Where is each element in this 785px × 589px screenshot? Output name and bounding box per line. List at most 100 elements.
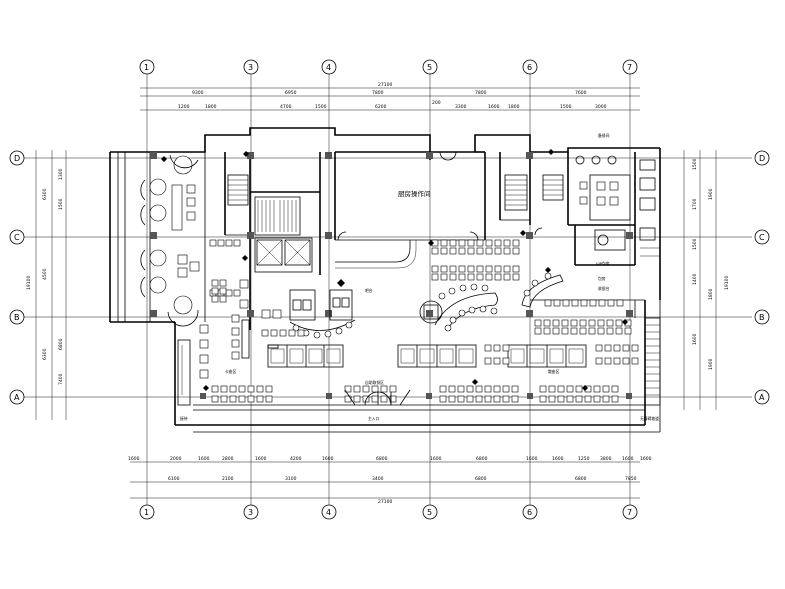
dim-bottom-detail: 1600 [640, 456, 652, 462]
chair [484, 385, 492, 393]
chair [484, 357, 492, 365]
chair [380, 395, 388, 403]
left-entry-block: 接待 [177, 339, 191, 421]
chair [467, 247, 475, 255]
dim-bottom-detail: 1250 [578, 456, 590, 462]
chair [602, 385, 610, 393]
chair [247, 395, 255, 403]
chair [219, 287, 227, 295]
chair [588, 319, 596, 327]
grid-label: A [14, 393, 20, 402]
chair [466, 385, 474, 393]
chair [297, 329, 305, 337]
chair [575, 395, 583, 403]
grid-label: 3 [248, 63, 253, 72]
ramp-label: 无障碍坡道 [640, 416, 659, 421]
chair [476, 273, 484, 281]
chair [458, 247, 466, 255]
chair [534, 327, 542, 335]
chair [476, 239, 484, 247]
chair [457, 385, 465, 393]
chair [631, 344, 639, 352]
kitchen-counter [335, 240, 411, 263]
grid-label: 6 [527, 508, 532, 517]
chair [448, 395, 456, 403]
chair [476, 265, 484, 273]
room-label-cashier: 收银台 [598, 286, 610, 291]
chair [552, 327, 560, 335]
chair [458, 265, 466, 273]
stair-far-right [542, 174, 564, 201]
front-window-seating [211, 385, 619, 403]
chair [362, 385, 370, 393]
chair [631, 357, 639, 365]
chair [544, 299, 552, 307]
note-open: 散座区 [548, 369, 560, 374]
chair [431, 247, 439, 255]
grid-label: C [14, 233, 20, 242]
chair [602, 395, 610, 403]
dim-bottom-detail: 1600 [526, 456, 538, 462]
dim-right: 1900 [708, 188, 714, 200]
grid-label: B [14, 313, 20, 322]
dim-top-detail: 1500 [315, 104, 327, 110]
chair [615, 327, 623, 335]
chair [485, 239, 493, 247]
dim-bottom-mid: 6800 [475, 476, 487, 482]
chair [503, 239, 511, 247]
grid-label: 5 [427, 508, 432, 517]
dim-bottom-detail: 1600 [430, 456, 442, 462]
chair [570, 327, 578, 335]
bottom-dimension-lines: 27100 6100 2100 3100 3400 6800 6800 7850… [128, 456, 652, 505]
note-booth: 卡座区 [225, 369, 237, 374]
chair [484, 395, 492, 403]
dim-left: 4500 [42, 268, 48, 280]
chair [247, 385, 255, 393]
chair [458, 239, 466, 247]
entrance-ramp [644, 317, 661, 406]
chair [389, 385, 397, 393]
dim-top-detail: 1800 [205, 104, 217, 110]
chair [557, 395, 565, 403]
chair [270, 329, 278, 337]
chair [279, 329, 287, 337]
dim-bottom-mid: 6100 [168, 476, 180, 482]
chair [566, 385, 574, 393]
dim-top-detail: 1800 [508, 104, 520, 110]
grid-label: D [759, 154, 765, 163]
dim-bottom-detail: 6800 [376, 456, 388, 462]
chair [511, 395, 519, 403]
dim-right: 19100 [724, 276, 730, 290]
chair [494, 265, 502, 273]
chair [595, 357, 603, 365]
chair [622, 357, 630, 365]
chair [371, 385, 379, 393]
grid-label: 7 [627, 508, 632, 517]
chair [584, 395, 592, 403]
dim-bottom-mid: 3400 [372, 476, 384, 482]
chair [494, 239, 502, 247]
grid-label: 4 [326, 63, 331, 72]
chair [458, 273, 466, 281]
booth-blocks [267, 344, 587, 368]
grid-label: B [759, 313, 765, 322]
dim-left: 1300 [58, 168, 64, 180]
chair [265, 395, 273, 403]
chair [449, 247, 457, 255]
chair [607, 299, 615, 307]
chair [484, 344, 492, 352]
chair [561, 319, 569, 327]
chair [595, 344, 603, 352]
chair [466, 395, 474, 403]
chair [502, 344, 510, 352]
chair [493, 395, 501, 403]
chair [431, 273, 439, 281]
chair [512, 247, 520, 255]
central-curved-bar [419, 283, 498, 332]
dim-top-detail: 6200 [375, 104, 387, 110]
chair [622, 344, 630, 352]
chair [624, 327, 632, 335]
chair [597, 327, 605, 335]
chair [611, 385, 619, 393]
